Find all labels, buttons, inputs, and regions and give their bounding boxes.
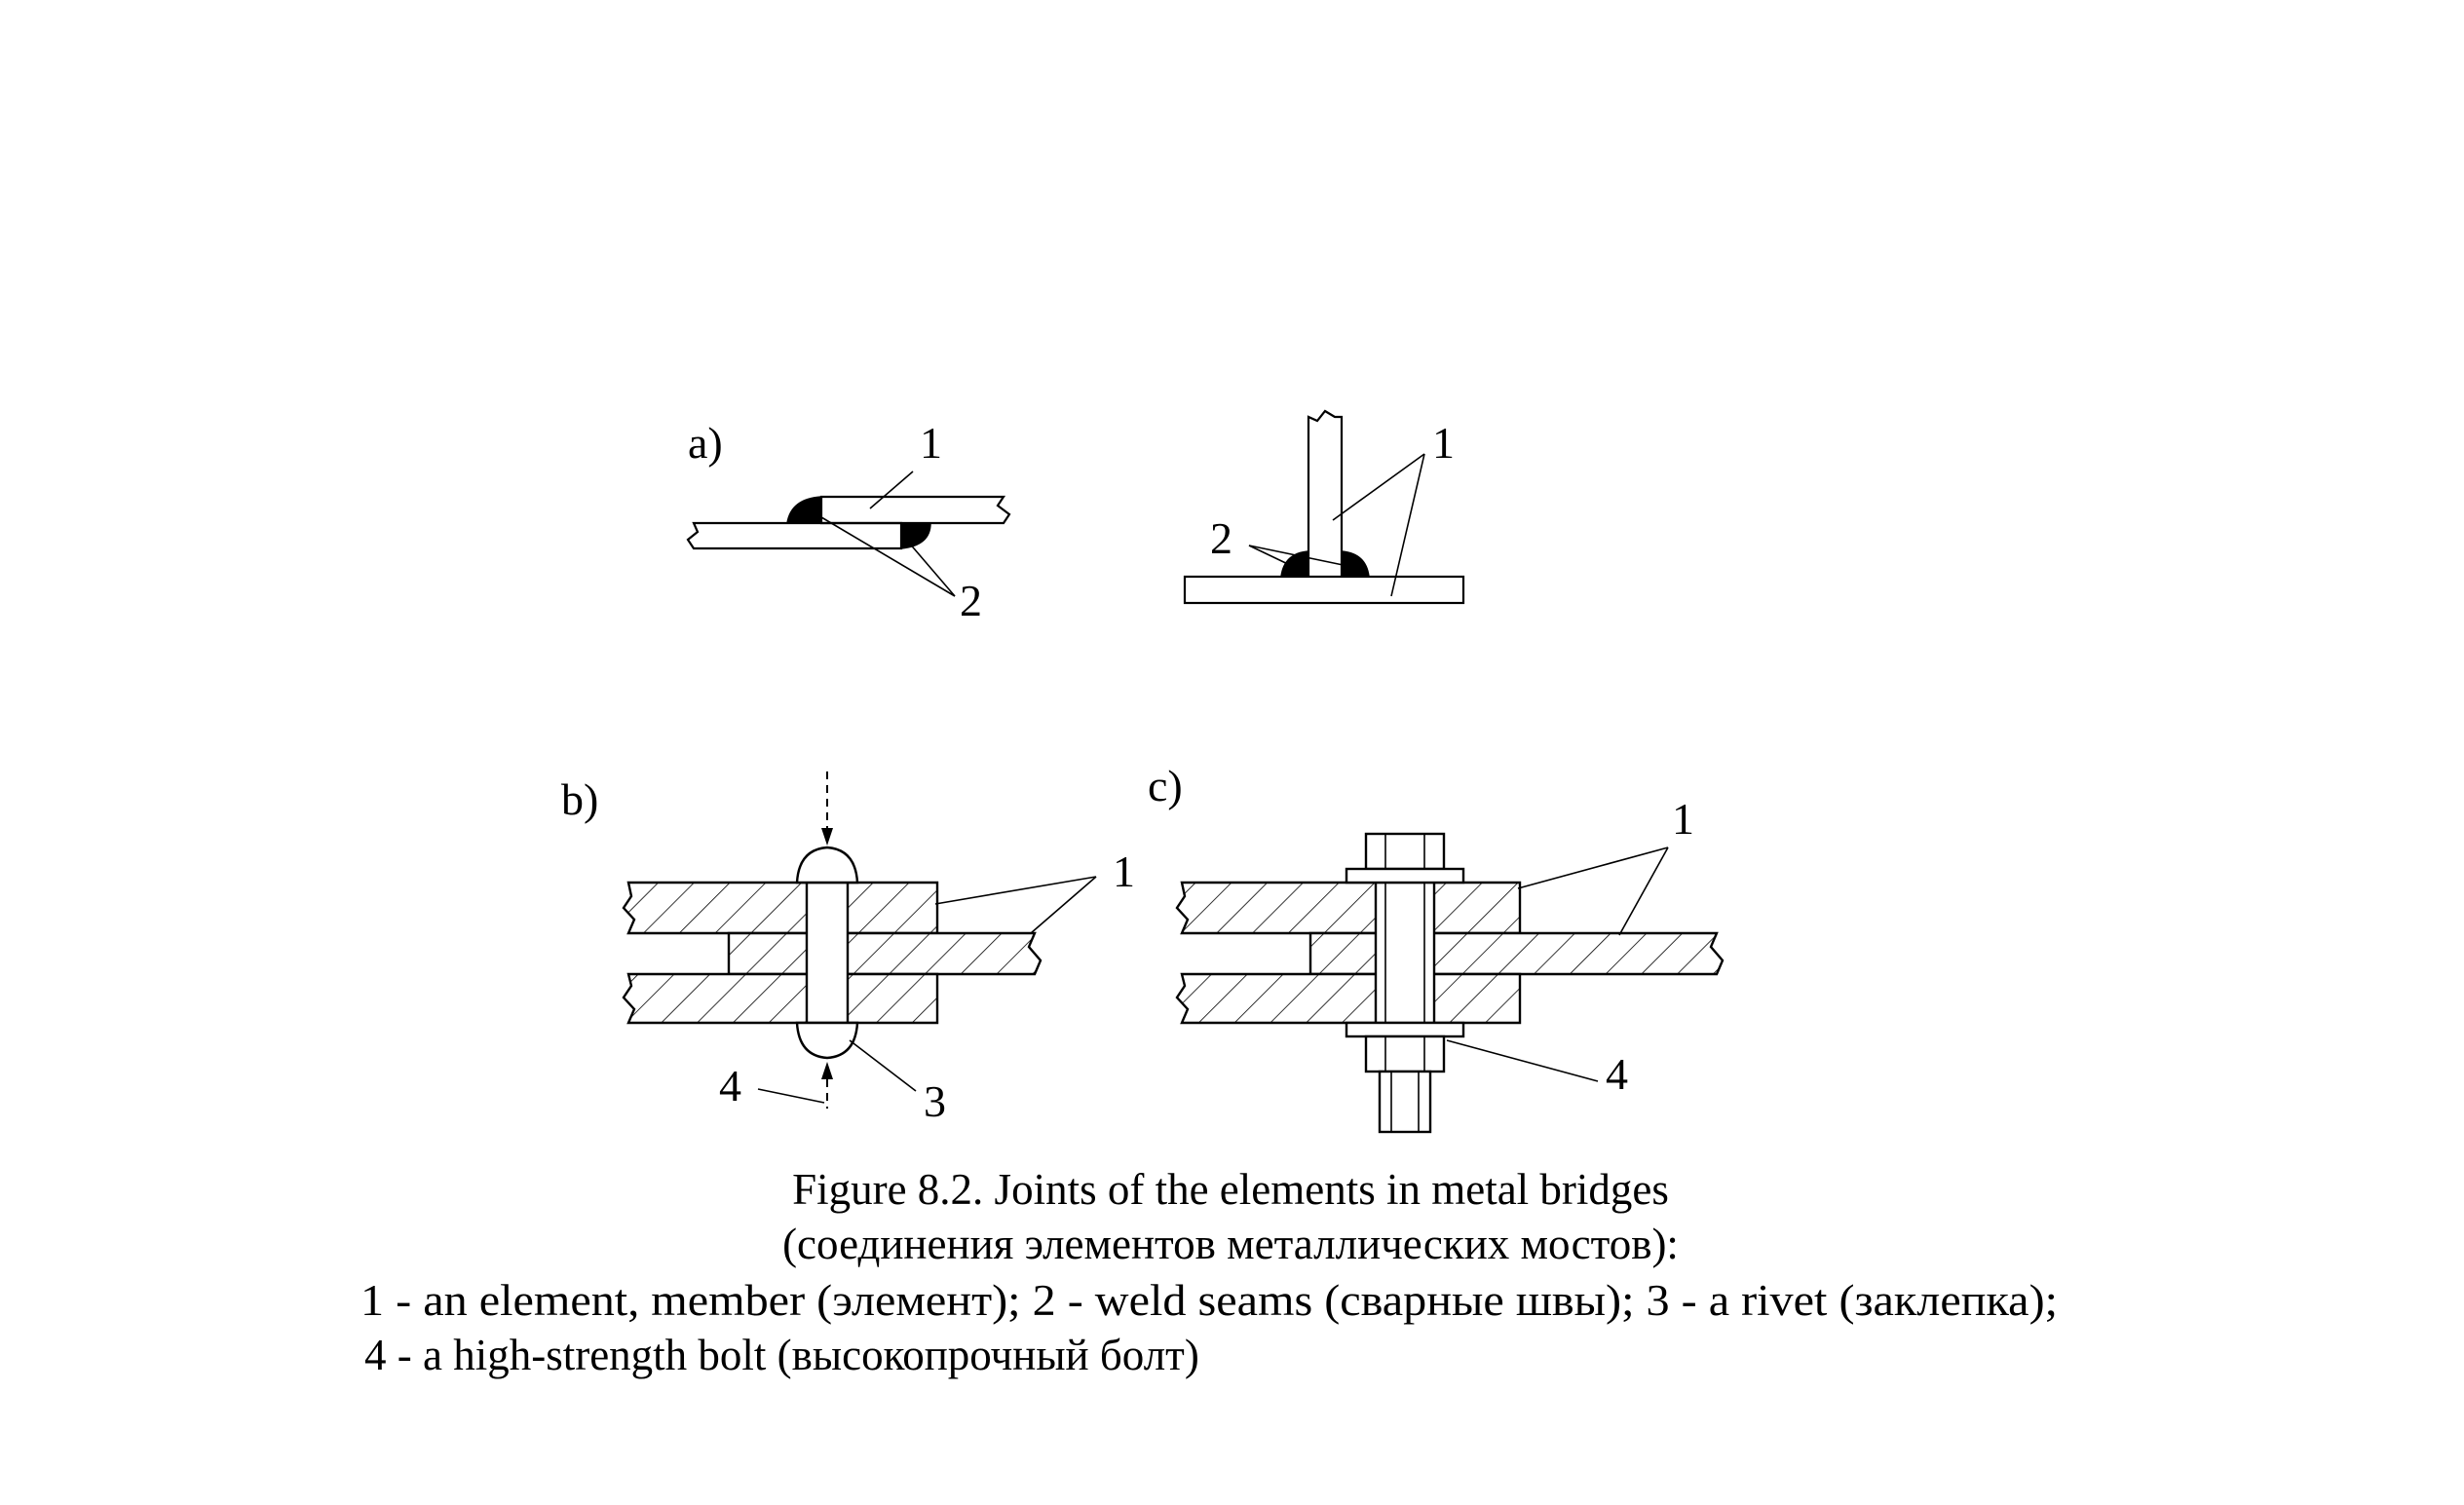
- rivet-middle-plate: [727, 931, 1042, 976]
- lap-weld-right: [900, 522, 931, 549]
- tee-vertical-element: [1307, 409, 1344, 577]
- leader-b-rivet: [849, 1039, 917, 1092]
- tee-weld-right: [1341, 550, 1370, 578]
- leader-tee-weld-2: [1248, 545, 1353, 568]
- rivet-top-plate: [622, 881, 939, 935]
- bolt-top-plate: [1175, 881, 1522, 935]
- leader-b-element-2: [1030, 876, 1097, 934]
- caption-legend-line1: 1 - an element, member (элемент); 2 - we…: [360, 1276, 2058, 1325]
- callout-a-weld: 2: [960, 576, 982, 625]
- bolt-nut: [1364, 1035, 1446, 1073]
- leader-c-element-2: [1618, 847, 1669, 936]
- panel-b-rivet-joint: b) 1 3 4: [561, 771, 1135, 1126]
- bolt-head: [1364, 832, 1446, 871]
- panel-a-label: a): [688, 418, 723, 468]
- caption-subtitle: (соединения элементов металлических мост…: [782, 1220, 1679, 1268]
- leader-lap-weld-2: [907, 541, 956, 597]
- tee-base-plate: [1183, 575, 1465, 605]
- bolt-middle-plate: [1308, 931, 1725, 976]
- panel-a-tee-joint: 1 2: [1183, 409, 1465, 605]
- caption-title: Figure 8.2. Joints of the elements in me…: [792, 1165, 1669, 1214]
- lap-upper-plate: [819, 495, 1011, 525]
- panel-c-label: c): [1148, 761, 1183, 810]
- rivet-bottom-plate: [622, 972, 939, 1025]
- lap-lower-plate: [686, 521, 903, 550]
- panel-a-lap-joint: a) 1 2: [686, 418, 1011, 625]
- panel-c-bolt-joint: c) 1 4: [1148, 761, 1725, 1134]
- bolt-bottom-plate: [1175, 972, 1522, 1025]
- force-arrow-top: [821, 828, 833, 846]
- rivet-shank: [805, 881, 850, 1025]
- callout-a-element: 1: [920, 418, 942, 468]
- leader-lap-element: [869, 470, 914, 509]
- callout-a-tee-element: 1: [1432, 418, 1455, 468]
- lap-weld-left: [786, 496, 822, 524]
- caption-legend-line2: 4 - a high-strength bolt (высокопрочный …: [364, 1331, 1199, 1379]
- leader-c-element-1: [1517, 847, 1669, 889]
- bolt-threaded-end: [1378, 1070, 1432, 1134]
- rivet-head-bottom: [795, 1021, 859, 1060]
- callout-c-element: 1: [1672, 794, 1694, 844]
- force-arrow-bottom: [821, 1062, 833, 1079]
- leader-tee-weld-1: [1248, 545, 1295, 568]
- leader-b-element-1: [934, 876, 1097, 905]
- panel-b-label: b): [561, 774, 598, 824]
- leader-lap-weld-1: [815, 513, 956, 597]
- callout-c-bolt: 4: [1606, 1049, 1628, 1099]
- tee-weld-left: [1280, 550, 1309, 578]
- callout-b-bolt: 4: [719, 1061, 741, 1110]
- bolt-washer-bottom: [1345, 1021, 1465, 1038]
- bolt-washer-top: [1345, 867, 1465, 884]
- bolt-shank: [1374, 881, 1436, 1025]
- leader-tee-element-2: [1390, 453, 1425, 597]
- rivet-head-top: [795, 846, 859, 884]
- leader-tee-element-1: [1332, 453, 1425, 521]
- leader-c-bolt: [1446, 1039, 1599, 1082]
- callout-b-element: 1: [1113, 847, 1135, 896]
- leader-b-bolt: [757, 1088, 825, 1104]
- callout-a-tee-weld: 2: [1210, 513, 1232, 563]
- callout-b-rivet: 3: [924, 1076, 946, 1126]
- figure-caption: Figure 8.2. Joints of the elements in me…: [360, 1165, 2058, 1379]
